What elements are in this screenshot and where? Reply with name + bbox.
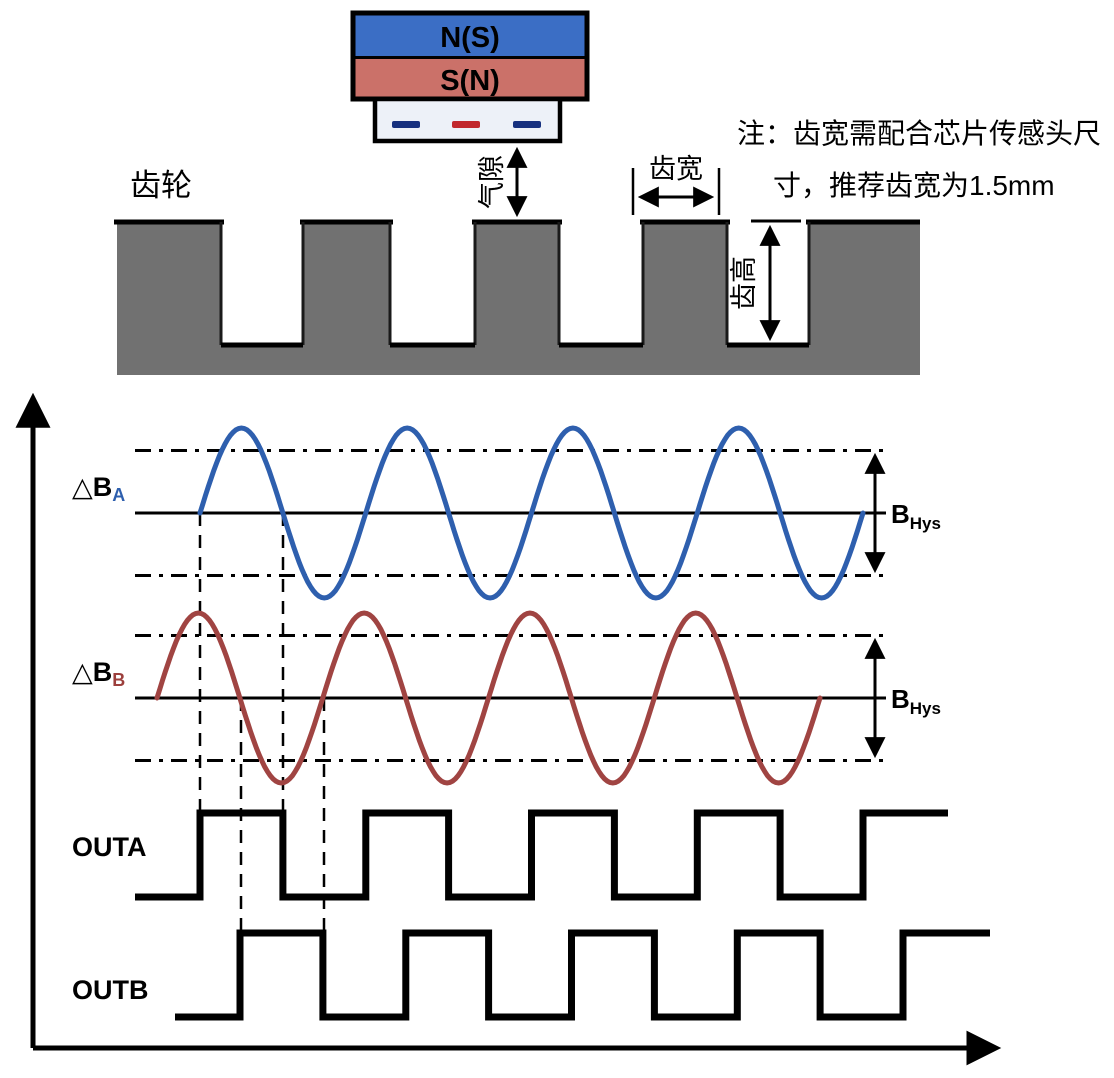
sine-wave-a xyxy=(197,425,866,601)
magnet-north-label: N(S) xyxy=(440,22,500,54)
chart-axes xyxy=(15,392,1002,1066)
bhys-label-b: BHys xyxy=(891,684,941,718)
tooth-width-label: 齿宽 xyxy=(649,154,703,184)
gear xyxy=(114,219,920,375)
bhys-b-main: B xyxy=(891,684,910,714)
sensor-chip-body xyxy=(372,96,563,144)
wave-b-label-main: △B xyxy=(72,657,112,687)
gear-silhouette xyxy=(117,222,920,375)
wave-a-label-main: △B xyxy=(72,472,112,502)
note-line-2: 寸，推荐齿宽为1.5mm xyxy=(773,170,1055,201)
sensor-element-right xyxy=(513,121,541,128)
note-text: 注：齿宽需配合芯片传感头尺 寸，推荐齿宽为1.5mm xyxy=(737,118,1101,201)
air-gap-dimension: 气隙 xyxy=(477,146,528,218)
sensor-element-center xyxy=(452,121,480,128)
tooth-height-dimension: 齿高 xyxy=(729,219,801,342)
magnet-south-label: S(N) xyxy=(440,65,500,97)
sine-wave-b xyxy=(154,610,823,786)
bhys-a-main: B xyxy=(891,499,910,529)
note-line-1: 注：齿宽需配合芯片传感头尺 xyxy=(737,118,1101,149)
magnet-north-block xyxy=(353,13,587,58)
magnet-south-block xyxy=(353,58,587,99)
bhys-a-sub: Hys xyxy=(910,514,941,533)
wave-b-label: △BB xyxy=(72,657,125,690)
bhys-b-sub: Hys xyxy=(910,699,941,718)
outa-label: OUTA xyxy=(72,832,147,862)
tooth-height-label: 齿高 xyxy=(729,256,759,310)
magnet-assembly: N(S) S(N) xyxy=(350,10,590,144)
outb-label: OUTB xyxy=(72,975,149,1005)
air-gap-label: 气隙 xyxy=(477,155,507,209)
square-wave-outa xyxy=(135,809,948,901)
wave-a-label: △BA xyxy=(72,472,125,505)
square-wave-outb xyxy=(175,929,990,1021)
wave-b-label-sub: B xyxy=(112,670,125,690)
bhys-label-a: BHys xyxy=(891,499,941,533)
gear-label: 齿轮 xyxy=(130,168,192,203)
wave-a-label-sub: A xyxy=(112,485,125,505)
sensor-element-left xyxy=(392,121,420,128)
tooth-width-dimension: 齿宽 xyxy=(631,154,721,215)
gear-tooth-side-edges xyxy=(219,222,811,345)
